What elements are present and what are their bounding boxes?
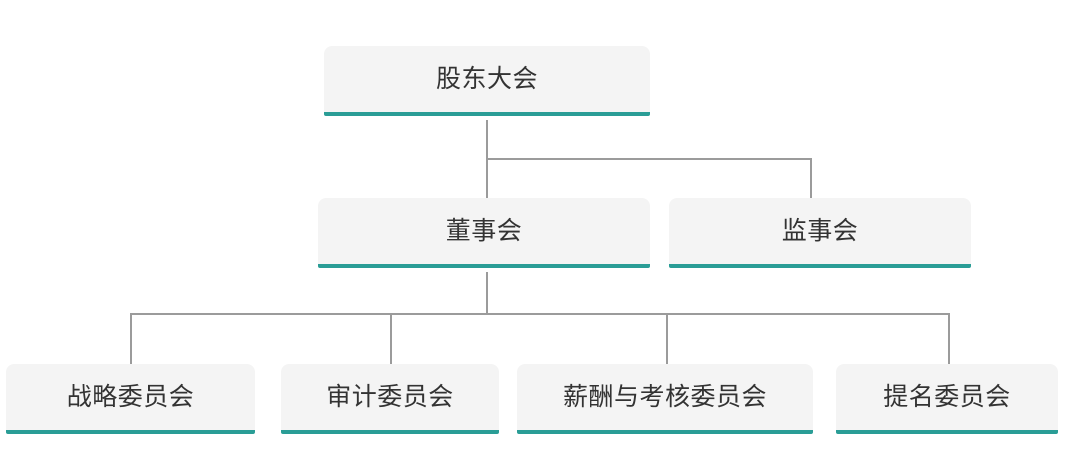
connector-drop-nomination [948,313,950,365]
node-board-directors[interactable]: 董事会 [318,198,650,268]
connector-drop-board-directors [486,158,488,198]
connector-drop-strategy [130,313,132,365]
node-board-supervisors-label: 监事会 [781,216,859,245]
node-strategy-committee-label: 战略委员会 [66,382,195,411]
connector-drop-board-supervisors [810,158,812,198]
connector-shareholders-stem [486,120,488,160]
connector-level1-bus [486,158,812,160]
connector-board-directors-stem [486,272,488,315]
node-strategy-committee[interactable]: 战略委员会 [6,364,255,434]
connector-drop-audit [390,313,392,365]
node-shareholders-label: 股东大会 [435,64,538,93]
connector-level2-bus [130,313,950,315]
node-board-directors-label: 董事会 [445,216,523,245]
node-nomination-committee[interactable]: 提名委员会 [836,364,1058,434]
node-shareholders[interactable]: 股东大会 [324,46,650,116]
node-nomination-committee-label: 提名委员会 [883,382,1011,411]
node-board-supervisors[interactable]: 监事会 [669,198,971,268]
connector-drop-remuneration [666,313,668,365]
node-remuneration-committee[interactable]: 薪酬与考核委员会 [517,364,813,434]
node-remuneration-committee-label: 薪酬与考核委员会 [562,382,767,411]
node-audit-committee[interactable]: 审计委员会 [281,364,499,434]
node-audit-committee-label: 审计委员会 [326,382,454,411]
